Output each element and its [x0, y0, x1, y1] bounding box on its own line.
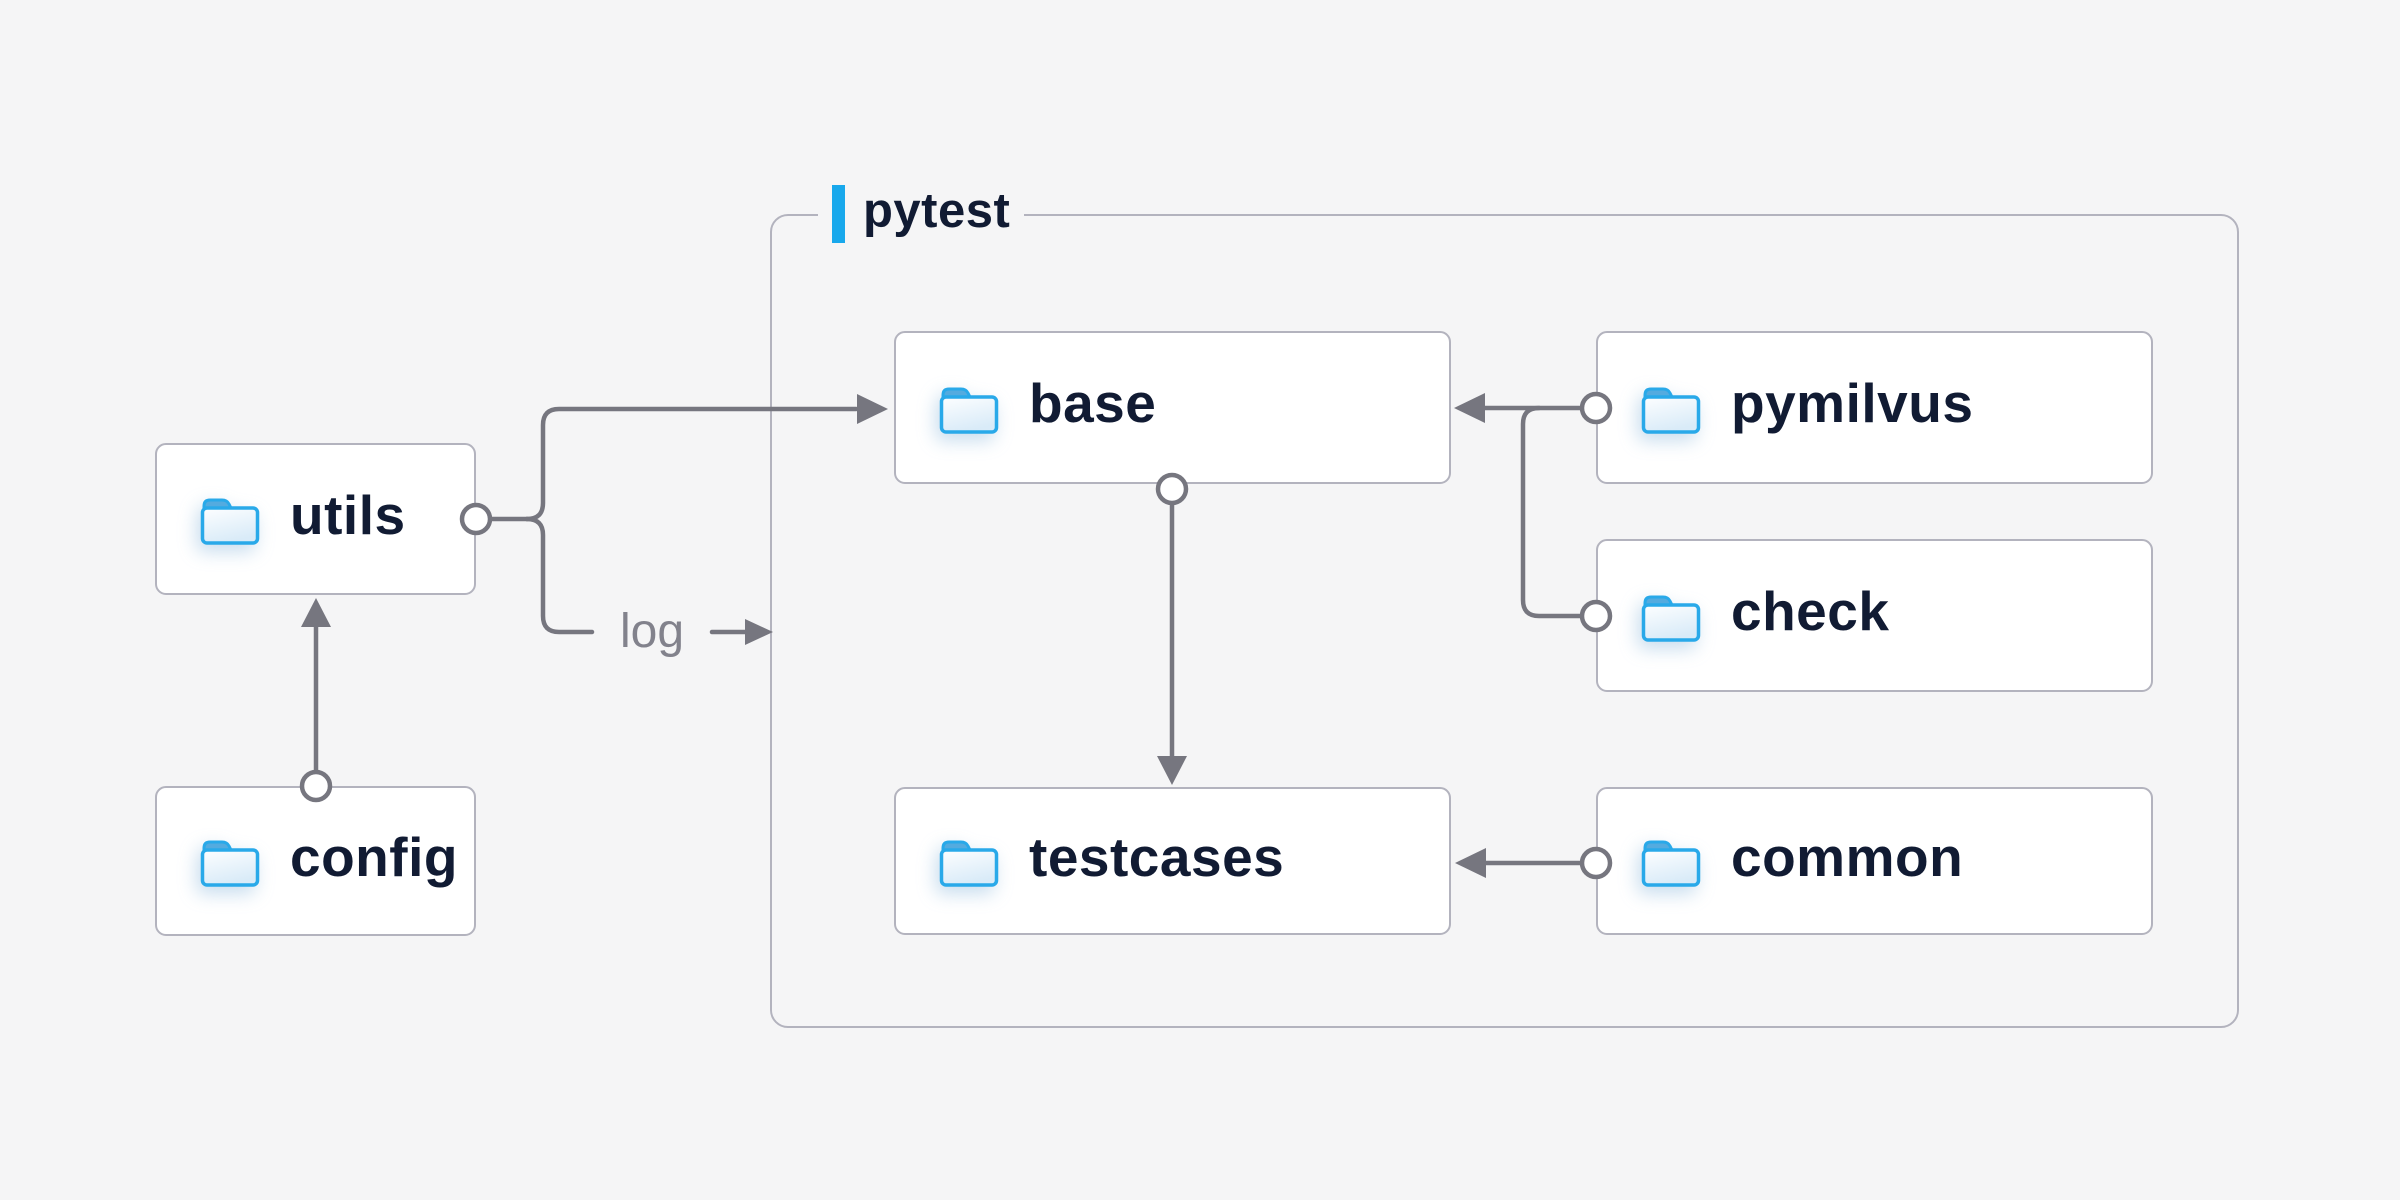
- folder-icon: [1641, 840, 1701, 887]
- node-common: common: [1596, 787, 2153, 935]
- node-base: base: [894, 331, 1451, 484]
- node-label-common: common: [1731, 825, 1964, 888]
- node-label-utils: utils: [290, 483, 406, 546]
- node-check: check: [1596, 539, 2153, 692]
- node-label-testcases: testcases: [1029, 825, 1285, 888]
- folder-icon: [939, 840, 999, 887]
- folder-icon: [200, 840, 260, 887]
- node-label-config: config: [290, 825, 458, 888]
- node-testcases: testcases: [894, 787, 1451, 935]
- folder-icon: [1641, 595, 1701, 642]
- pytest-group-label: pytest: [818, 180, 1025, 248]
- folder-icon: [1641, 387, 1701, 434]
- folder-icon: [939, 387, 999, 434]
- node-label-check: check: [1731, 580, 1890, 642]
- arrowhead-into-utils-bottom: [301, 598, 331, 627]
- accent-bar: [832, 185, 845, 243]
- node-label-base: base: [1029, 372, 1157, 434]
- arrowhead-into-group: [745, 619, 773, 645]
- pytest-group-title: pytest: [863, 183, 1011, 238]
- folder-icon: [200, 498, 260, 545]
- edge-label-log: log: [619, 605, 685, 658]
- node-utils: utils: [155, 443, 476, 595]
- node-config: config: [155, 786, 476, 936]
- node-label-pymilvus: pymilvus: [1731, 372, 1974, 434]
- edge-utils-to-log: [524, 516, 595, 635]
- node-pymilvus: pymilvus: [1596, 331, 2153, 484]
